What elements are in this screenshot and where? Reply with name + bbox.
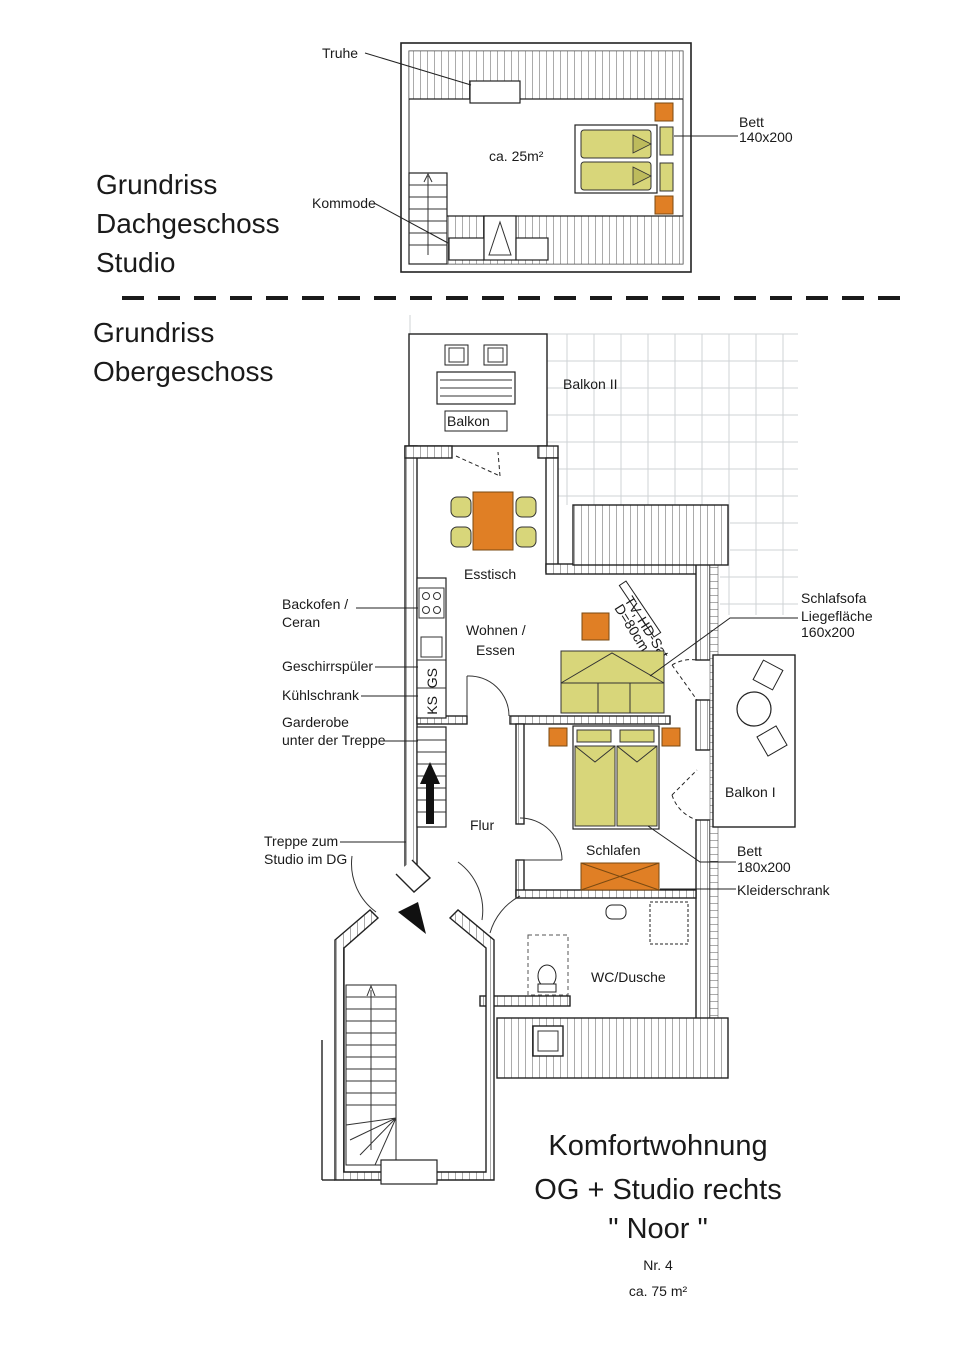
schlafsofa-label-line1: Schlafsofa: [801, 590, 867, 606]
kitchen-block: GS KS: [416, 577, 447, 719]
og-title-line1: Grundriss: [93, 317, 214, 348]
balcony-door: [455, 455, 501, 477]
studio-stair: [408, 172, 448, 265]
kommode: [448, 237, 485, 261]
balcony-bench: [444, 410, 508, 432]
bedroom-bed: [548, 725, 681, 830]
summary-line4: Nr. 4: [643, 1257, 673, 1273]
gs-mark: GS: [424, 668, 440, 688]
side-table: [581, 612, 610, 641]
bed-label-line1: Bett: [737, 843, 762, 859]
balkon1: [712, 654, 796, 828]
studio-title-line1: Grundriss: [96, 169, 217, 200]
balkon2-grid: [409, 315, 798, 615]
geschirr-label: Geschirrspüler: [282, 658, 373, 674]
studio-bett-label-line2: 140x200: [739, 129, 793, 145]
entrance-door: [380, 1159, 438, 1185]
studio-bed: [574, 102, 674, 215]
door-balkon1-lower: [671, 769, 698, 821]
entrance-stairwell: [321, 855, 521, 1185]
chair-icon: [756, 725, 788, 757]
roof-overhang-upper: [572, 504, 729, 566]
bed-label-line2: 180x200: [737, 859, 791, 875]
sink-icon: [420, 636, 443, 658]
og-title: Grundriss Obergeschoss: [93, 317, 274, 387]
truhe-label: Truhe: [322, 45, 358, 61]
kuehl-label: Kühlschrank: [282, 687, 360, 703]
og-stair: [416, 726, 447, 828]
treppe-label-line2: Studio im DG: [264, 851, 347, 867]
summary-line3: " Noor ": [608, 1213, 708, 1245]
backofen-label-line2: Ceran: [282, 614, 320, 630]
bathroom: [527, 901, 689, 996]
kleider-label: Kleiderschrank: [737, 882, 831, 898]
shower-icon: [649, 901, 689, 945]
studio-roof-slope-top: [408, 50, 684, 100]
schlafsofa-label-line2: Liegefläche: [801, 608, 873, 624]
summary-line5: ca. 75 m²: [629, 1283, 688, 1299]
studio-title: Grundriss Dachgeschoss Studio: [96, 169, 280, 278]
studio-area: ca. 25m²: [489, 148, 544, 164]
og-title-line2: Obergeschoss: [93, 356, 274, 387]
chair-icon: [444, 344, 469, 366]
balcony-round-table: [736, 691, 772, 727]
balkon-top: Balkon: [408, 333, 548, 447]
entry-arrow-icon: [398, 902, 426, 934]
backofen-label-line1: Backofen /: [282, 596, 348, 612]
wardrobe: [580, 862, 660, 891]
washbasin-icon: [605, 904, 627, 920]
studio-title-line2: Dachgeschoss: [96, 208, 280, 239]
balkon1-label: Balkon I: [725, 784, 776, 800]
ks-mark: KS: [424, 696, 440, 715]
summary-line1: Komfortwohnung: [548, 1130, 767, 1162]
garderobe-label-line2: unter der Treppe: [282, 732, 386, 748]
flur-door: [466, 675, 510, 717]
roof-overhang-lower: [496, 1017, 729, 1079]
door-balkon1-upper: [671, 659, 698, 701]
flur-label: Flur: [470, 817, 494, 833]
nightstand-bottom: [654, 195, 674, 215]
kommode-label: Kommode: [312, 195, 376, 211]
balkon2-label: Balkon II: [563, 376, 617, 392]
tv-unit: TV, HD-Sat D=80cm: [611, 580, 672, 661]
balkon-sign: Balkon: [447, 413, 490, 429]
chair-icon: [483, 344, 508, 366]
sofa-bed: [560, 650, 665, 714]
stair-arrow-icon: [426, 780, 434, 824]
studio-plan: Truhe Kommode ca. 25m² Bett 140x200: [312, 42, 793, 273]
schlafsofa-label-line3: 160x200: [801, 624, 855, 640]
studio-title-line3: Studio: [96, 247, 175, 278]
truhe-chest: [469, 80, 521, 104]
nightstand-top: [654, 102, 674, 122]
studio-bett-label-line1: Bett: [739, 114, 764, 130]
summary-line2: OG + Studio rechts: [534, 1174, 781, 1206]
wc-label: WC/Dusche: [591, 969, 666, 985]
esstisch-label: Esstisch: [464, 566, 516, 582]
chair-icon: [752, 659, 784, 691]
summary-block: Komfortwohnung OG + Studio rechts " Noor…: [534, 1130, 781, 1299]
wohnen-label-line2: Essen: [476, 642, 515, 658]
schlafen-label: Schlafen: [586, 842, 640, 858]
dining-table: [450, 491, 537, 551]
garderobe-label-line1: Garderobe: [282, 714, 349, 730]
treppe-label-line1: Treppe zum: [264, 833, 338, 849]
wohnen-label-line1: Wohnen /: [466, 622, 526, 638]
